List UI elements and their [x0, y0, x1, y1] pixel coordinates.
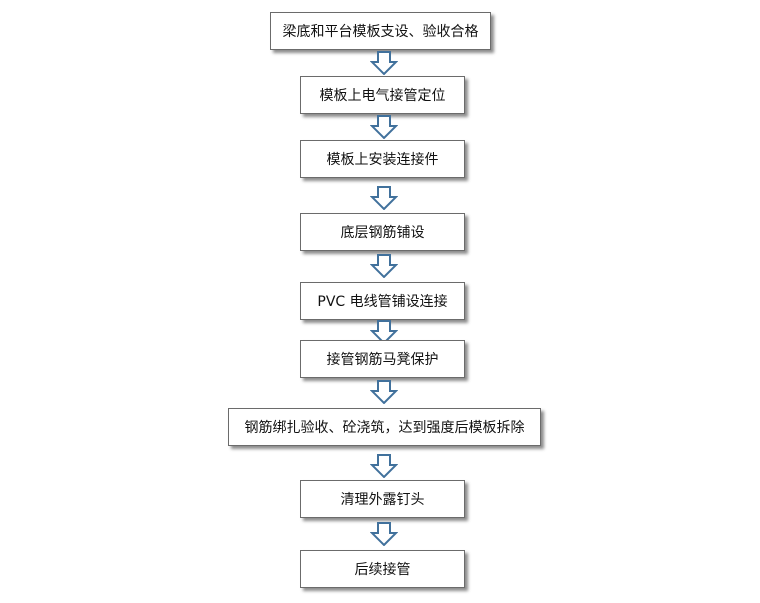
- down-arrow-icon: [370, 380, 398, 404]
- step-box-7: 钢筋绑扎验收、砼浇筑，达到强度后模板拆除: [228, 408, 541, 446]
- step-label-1: 梁底和平台模板支设、验收合格: [282, 24, 479, 40]
- down-arrow-icon: [370, 454, 398, 478]
- step-box-1: 梁底和平台模板支设、验收合格: [270, 12, 491, 50]
- step-box-2: 模板上电气接管定位: [300, 76, 465, 114]
- down-arrow-icon: [370, 254, 398, 278]
- step-box-8: 清理外露钉头: [300, 480, 465, 518]
- step-box-3: 模板上安装连接件: [300, 140, 465, 178]
- step-box-5: PVC 电线管铺设连接: [300, 282, 465, 320]
- step-label-9: 后续接管: [354, 562, 411, 578]
- step-box-9: 后续接管: [300, 550, 465, 588]
- step-box-6: 接管钢筋马凳保护: [300, 340, 465, 378]
- step-label-7: 钢筋绑扎验收、砼浇筑，达到强度后模板拆除: [244, 420, 525, 436]
- step-label-2: 模板上电气接管定位: [319, 88, 446, 104]
- down-arrow-icon: [370, 186, 398, 210]
- step-box-4: 底层钢筋铺设: [300, 213, 465, 251]
- step-label-4: 底层钢筋铺设: [340, 225, 425, 241]
- down-arrow-icon: [370, 51, 398, 75]
- step-label-3: 模板上安装连接件: [326, 152, 439, 168]
- step-label-8: 清理外露钉头: [340, 492, 425, 508]
- step-label-5: PVC 电线管铺设连接: [317, 294, 448, 310]
- down-arrow-icon: [370, 522, 398, 546]
- down-arrow-icon: [370, 320, 398, 344]
- down-arrow-icon: [370, 115, 398, 139]
- step-label-6: 接管钢筋马凳保护: [326, 352, 439, 368]
